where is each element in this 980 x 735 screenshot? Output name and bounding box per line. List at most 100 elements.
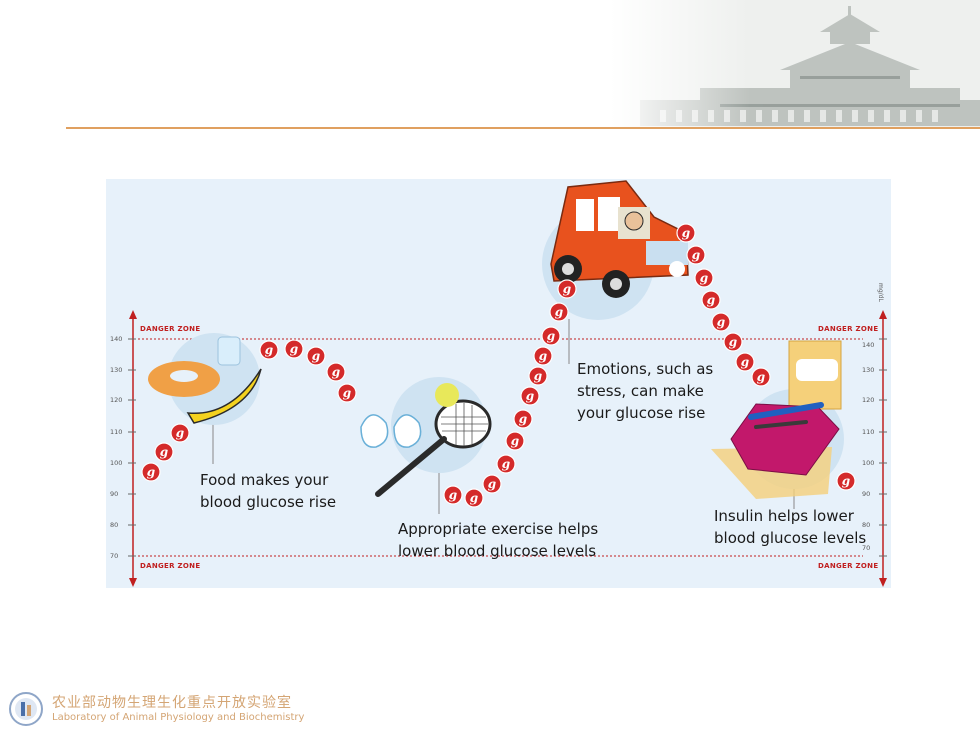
glucose-dot: g xyxy=(520,386,540,406)
svg-text:g: g xyxy=(534,369,542,383)
header-divider xyxy=(66,127,980,129)
glucose-dot: g xyxy=(676,223,696,243)
svg-text:g: g xyxy=(707,293,715,307)
food-illustration xyxy=(148,333,262,425)
y-tick-label: 130 xyxy=(862,366,875,374)
glucose-dot: g xyxy=(170,423,190,443)
danger-zone-label-top-left: DANGER ZONE xyxy=(140,325,201,333)
insulin-illustration xyxy=(711,340,844,499)
caption-exercise: Appropriate exercise helps lower blood g… xyxy=(398,520,599,560)
svg-text:g: g xyxy=(700,271,708,285)
glucose-dot: g xyxy=(541,326,561,346)
danger-zone-label-bottom-left: DANGER ZONE xyxy=(140,562,201,570)
svg-text:g: g xyxy=(502,457,510,471)
svg-text:g: g xyxy=(160,445,168,459)
svg-text:g: g xyxy=(449,488,457,502)
glucose-dot: g xyxy=(306,346,326,366)
svg-text:g: g xyxy=(741,355,749,369)
building-banner-image xyxy=(610,0,980,128)
caption-insulin: Insulin helps lower blood glucose levels xyxy=(714,507,867,547)
glucose-dot: g xyxy=(701,290,721,310)
svg-text:g: g xyxy=(332,365,340,379)
glucose-dot: g xyxy=(751,367,771,387)
y-tick-label: 100 xyxy=(110,459,123,467)
y-tick-label: 120 xyxy=(110,396,123,404)
down-arrow-icon xyxy=(129,578,137,587)
glucose-dot: g xyxy=(557,279,577,299)
svg-text:g: g xyxy=(757,370,765,384)
car-illustration xyxy=(542,180,689,320)
y-tick-label: 90 xyxy=(862,490,871,498)
glucose-dot: g xyxy=(528,366,548,386)
y-tick-label: 70 xyxy=(862,544,871,552)
glucose-dot: g xyxy=(464,488,484,508)
svg-text:g: g xyxy=(488,477,496,491)
svg-text:g: g xyxy=(312,349,320,363)
svg-text:g: g xyxy=(343,386,351,400)
glucose-dot: g xyxy=(505,431,525,451)
y-tick-label: 130 xyxy=(110,366,123,374)
svg-text:g: g xyxy=(729,335,737,349)
caption-food: Food makes your blood glucose rise xyxy=(200,471,337,511)
up-arrow-icon xyxy=(129,310,137,319)
glucose-dot: g xyxy=(337,383,357,403)
exercise-illustration xyxy=(360,377,492,497)
glucose-dot: g xyxy=(533,346,553,366)
svg-text:g: g xyxy=(547,329,555,343)
y-tick-label: 100 xyxy=(862,459,875,467)
y-tick-label: 80 xyxy=(110,521,119,529)
y-tick-label: 140 xyxy=(110,335,123,343)
y-tick-label: 70 xyxy=(110,552,119,560)
y-unit-label: mg/dL xyxy=(877,283,884,302)
glucose-dot: g xyxy=(735,352,755,372)
glucose-dot: g xyxy=(443,485,463,505)
header-banner xyxy=(0,0,980,130)
svg-text:g: g xyxy=(511,434,519,448)
glucose-dot: g xyxy=(686,245,706,265)
down-arrow-icon xyxy=(879,578,887,587)
svg-text:g: g xyxy=(842,474,850,488)
svg-text:g: g xyxy=(563,282,571,296)
glucose-dot: g xyxy=(154,442,174,462)
svg-text:g: g xyxy=(692,248,700,262)
svg-text:g: g xyxy=(265,343,273,357)
glucose-dot: g xyxy=(694,268,714,288)
glucose-dot: g xyxy=(711,312,731,332)
laboratory-logo-icon xyxy=(9,692,43,726)
glucose-dot: g xyxy=(513,409,533,429)
footer-lab-name-en: Laboratory of Animal Physiology and Bioc… xyxy=(52,712,305,723)
svg-text:g: g xyxy=(555,305,563,319)
danger-zone-label-bottom-right: DANGER ZONE xyxy=(818,562,879,570)
y-tick-label: 90 xyxy=(110,490,119,498)
y-tick-label: 80 xyxy=(862,521,871,529)
y-tick-label: 110 xyxy=(862,428,875,436)
caption-emotions: Emotions, such as stress, can make your … xyxy=(577,360,714,422)
svg-text:g: g xyxy=(176,426,184,440)
svg-text:g: g xyxy=(290,342,298,356)
glucose-dot: g xyxy=(549,302,569,322)
y-tick-label: 110 xyxy=(110,428,123,436)
up-arrow-icon xyxy=(879,310,887,319)
svg-text:g: g xyxy=(539,349,547,363)
svg-text:g: g xyxy=(470,491,478,505)
svg-text:g: g xyxy=(717,315,725,329)
svg-text:g: g xyxy=(682,226,690,240)
glucose-dot: g xyxy=(836,471,856,491)
glucose-dot: g xyxy=(326,362,346,382)
y-tick-label: 120 xyxy=(862,396,875,404)
glucose-dot: g xyxy=(284,339,304,359)
svg-text:g: g xyxy=(519,412,527,426)
svg-text:g: g xyxy=(526,389,534,403)
y-tick-label: 140 xyxy=(862,341,875,349)
footer-lab-name-cn: 农业部动物生理生化重点开放实验室 xyxy=(52,695,292,711)
glucose-dot: g xyxy=(482,474,502,494)
glucose-dot: g xyxy=(496,454,516,474)
glucose-dot: g xyxy=(141,462,161,482)
glucose-dot: g xyxy=(723,332,743,352)
danger-zone-label-top-right: DANGER ZONE xyxy=(818,325,879,333)
svg-text:g: g xyxy=(147,465,155,479)
glucose-dot: g xyxy=(259,340,279,360)
